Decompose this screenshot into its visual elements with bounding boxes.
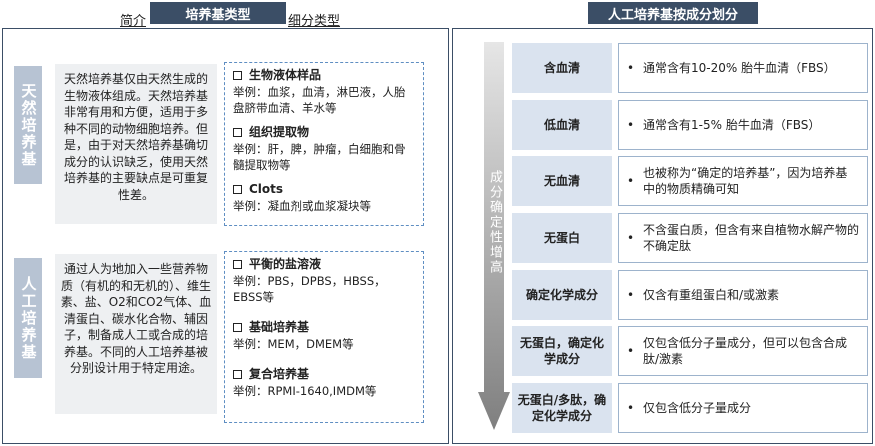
subtype-item: 生物液体样品 举例：血浆，血清，淋巴液，人胎盘脐带血清、羊水等 <box>233 67 415 116</box>
subtype-example: 举例：PBS，DPBS，HBSS，EBSS等 <box>233 274 386 304</box>
subtype-example: 举例：MEM，DMEM等 <box>233 337 354 351</box>
level-description-text: 仅包含低分子量成分 <box>643 401 752 415</box>
level-name: 低血清 <box>512 100 612 150</box>
subtype-title: 基础培养基 <box>249 320 310 334</box>
left-section-title: 培养基类型 <box>150 2 286 24</box>
subtype-example: 举例：RPMI-1640,IMDM等 <box>233 384 377 398</box>
level-name: 无蛋白 <box>512 213 612 263</box>
bullet-icon: • <box>627 174 635 188</box>
subtype-example: 举例：肝，脾，肿瘤，白细胞和骨髓提取物等 <box>233 142 406 172</box>
level-name: 确定化学成分 <box>512 270 612 320</box>
natural-medium-intro: 天然培养基仅由天然生成的生物液体组成。天然培养基非常有用和方便，适用于多种不同的… <box>55 64 217 224</box>
level-row: 无蛋白/多肽，确定化学成分 • 仅包含低分子量成分 <box>512 383 868 433</box>
right-section-title: 人工培养基按成分划分 <box>588 2 758 24</box>
subtype-title: 复合培养基 <box>249 367 310 381</box>
square-bullet-icon <box>233 370 242 379</box>
intro-column-header: 简介 <box>120 14 147 29</box>
level-description-text: 通常含有1-5% 胎牛血清（FBS） <box>643 118 821 132</box>
level-description: • 仅包含低分子量成分，但可以包含合成肽/激素 <box>618 326 868 376</box>
square-bullet-icon <box>233 128 242 137</box>
bullet-icon: • <box>627 344 635 358</box>
level-description-text: 不含蛋白质，但含有来自植物水解产物的不确定肽 <box>643 223 860 253</box>
level-row: 低血清 • 通常含有1-5% 胎牛血清（FBS） <box>512 100 868 150</box>
subtype-item: 复合培养基 举例：RPMI-1640,IMDM等 <box>233 366 415 399</box>
bullet-icon: • <box>627 288 635 302</box>
subtype-title: 生物液体样品 <box>249 68 322 82</box>
subtype-title: 组织提取物 <box>249 125 310 139</box>
level-row: 无蛋白 • 不含蛋白质，但含有来自植物水解产物的不确定肽 <box>512 213 868 263</box>
level-row: 无血清 • 也被称为“确定的培养基”，因为培养基中的物质精确可知 <box>512 156 868 206</box>
level-description: • 通常含有10-20% 胎牛血清（FBS） <box>618 43 868 93</box>
subtype-item: Clots 举例：凝血剂或血浆凝块等 <box>233 181 415 214</box>
level-row: 无蛋白，确定化学成分 • 仅包含低分子量成分，但可以包含合成肽/激素 <box>512 326 868 376</box>
square-bullet-icon <box>233 260 242 269</box>
level-description: • 不含蛋白质，但含有来自植物水解产物的不确定肽 <box>618 213 868 263</box>
bullet-icon: • <box>627 61 635 75</box>
level-name: 无血清 <box>512 156 612 206</box>
bullet-icon: • <box>627 231 635 245</box>
level-row: 确定化学成分 • 仅含有重组蛋白和/或激素 <box>512 270 868 320</box>
level-row: 含血清 • 通常含有10-20% 胎牛血清（FBS） <box>512 43 868 93</box>
artificial-medium-intro: 通过人为地加入一些营养物质（有机的和无机的）、维生素、盐、O2和CO2气体、血清… <box>55 254 217 414</box>
bullet-icon: • <box>627 118 635 132</box>
square-bullet-icon <box>233 71 242 80</box>
level-description: • 仅包含低分子量成分 <box>618 383 868 433</box>
subtype-column-header: 细分类型 <box>288 14 341 29</box>
subtype-item: 平衡的盐溶液 举例：PBS，DPBS，HBSS，EBSS等 <box>233 256 415 305</box>
level-name: 无蛋白/多肽，确定化学成分 <box>512 383 612 433</box>
level-description: • 仅含有重组蛋白和/或激素 <box>618 270 868 320</box>
subtype-item: 组织提取物 举例：肝，脾，肿瘤，白细胞和骨髓提取物等 <box>233 124 415 173</box>
natural-subtypes: 生物液体样品 举例：血浆，血清，淋巴液，人胎盘脐带血清、羊水等 组织提取物 举例… <box>224 62 424 226</box>
subtype-title: Clots <box>249 182 284 196</box>
subtype-example: 举例：血浆，血清，淋巴液，人胎盘脐带血清、羊水等 <box>233 85 406 115</box>
artificial-subtypes: 平衡的盐溶液 举例：PBS，DPBS，HBSS，EBSS等 基础培养基 举例：M… <box>224 251 424 423</box>
down-arrow-icon <box>478 42 510 430</box>
level-name: 无蛋白，确定化学成分 <box>512 326 612 376</box>
level-description-text: 也被称为“确定的培养基”，因为培养基中的物质精确可知 <box>643 166 848 196</box>
subtype-title: 平衡的盐溶液 <box>249 257 322 271</box>
bullet-icon: • <box>627 401 635 415</box>
artificial-medium-label: 人工培养基 <box>14 258 42 378</box>
level-description: • 也被称为“确定的培养基”，因为培养基中的物质精确可知 <box>618 156 868 206</box>
subtype-example: 举例：凝血剂或血浆凝块等 <box>233 199 371 213</box>
square-bullet-icon <box>233 185 242 194</box>
level-name: 含血清 <box>512 43 612 93</box>
square-bullet-icon <box>233 323 242 332</box>
natural-medium-label: 天然培养基 <box>14 66 42 184</box>
level-description-text: 仅含有重组蛋白和/或激素 <box>643 288 780 302</box>
subtype-item: 基础培养基 举例：MEM，DMEM等 <box>233 319 415 352</box>
level-description-text: 仅包含低分子量成分，但可以包含合成肽/激素 <box>643 336 848 366</box>
level-description: • 通常含有1-5% 胎牛血清（FBS） <box>618 100 868 150</box>
axis-label: 成分确定性增高 <box>487 170 502 275</box>
level-description-text: 通常含有10-20% 胎牛血清（FBS） <box>643 61 836 75</box>
